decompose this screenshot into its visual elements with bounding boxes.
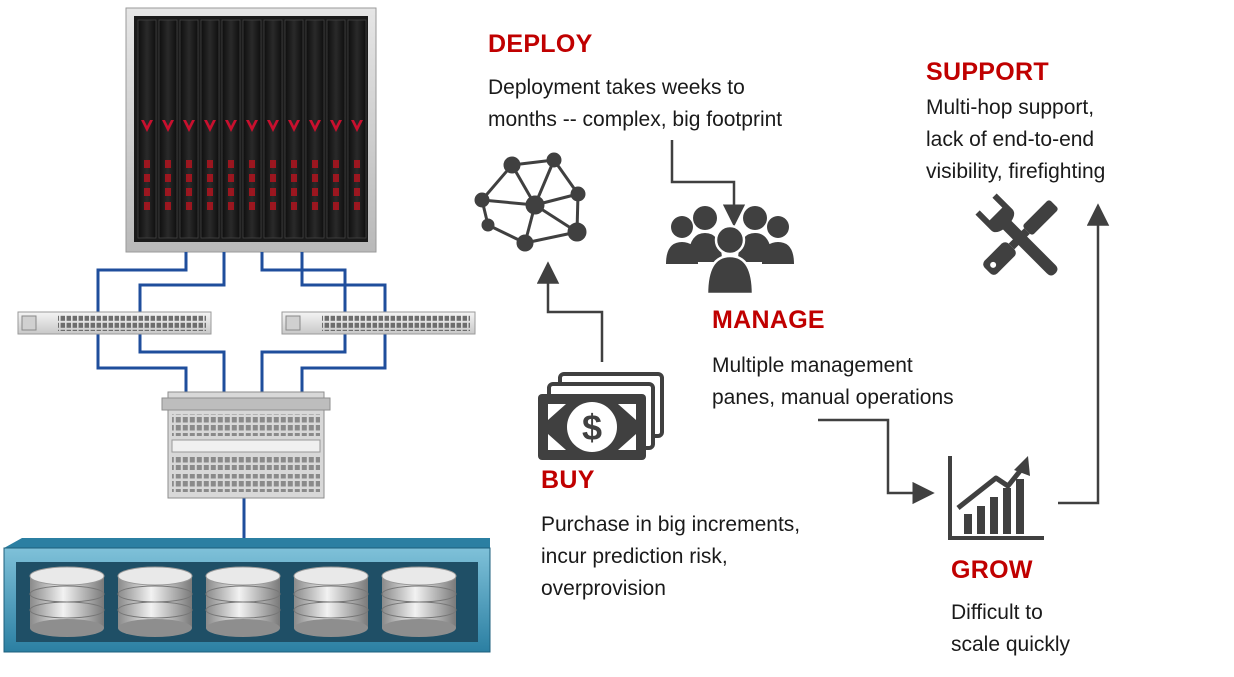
flow-arrows bbox=[536, 140, 1110, 505]
deploy-title: DEPLOY bbox=[488, 30, 593, 58]
director-blade bbox=[347, 19, 367, 239]
grow-title: GROW bbox=[951, 556, 1033, 584]
storage-disk bbox=[29, 566, 105, 637]
director-blade bbox=[284, 19, 304, 239]
director-blade bbox=[242, 19, 262, 239]
director-blade bbox=[221, 19, 241, 239]
arrow-grow-to-support bbox=[1058, 203, 1110, 505]
support-description: Multi-hop support, lack of end-to-end vi… bbox=[926, 96, 1106, 183]
core-switch bbox=[161, 391, 331, 499]
director-blade bbox=[263, 19, 283, 239]
grow-description: Difficult to scale quickly bbox=[951, 601, 1071, 656]
network-mesh-icon bbox=[474, 152, 587, 252]
arrow-manage-to-grow bbox=[818, 418, 935, 505]
manage-title: MANAGE bbox=[712, 306, 825, 334]
buy-title: BUY bbox=[541, 466, 595, 494]
manage-description: Multiple management panes, manual operat… bbox=[712, 354, 954, 409]
arrow-buy-to-deploy bbox=[536, 261, 604, 362]
storage-disk bbox=[293, 566, 369, 637]
growth-chart-icon bbox=[948, 456, 1044, 540]
arrow-deploy-to-manage bbox=[670, 140, 746, 227]
storage-disk bbox=[205, 566, 281, 637]
svg-text:$: $ bbox=[582, 407, 602, 448]
director-blade bbox=[158, 19, 178, 239]
storage-array bbox=[3, 538, 491, 653]
wrench-screwdriver-icon bbox=[975, 193, 1058, 276]
director-chassis bbox=[125, 7, 377, 253]
edge-switch-right bbox=[281, 311, 476, 335]
director-blade bbox=[179, 19, 199, 239]
edge-switch-left bbox=[17, 311, 212, 335]
fabric-cables bbox=[96, 252, 387, 538]
director-blade bbox=[326, 19, 346, 239]
director-blade bbox=[137, 19, 157, 239]
money-bills-icon: $ bbox=[538, 372, 664, 460]
director-blade bbox=[305, 19, 325, 239]
storage-disk bbox=[117, 566, 193, 637]
support-title: SUPPORT bbox=[926, 58, 1049, 86]
deploy-description: Deployment takes weeks to months -- comp… bbox=[488, 76, 783, 131]
director-blade bbox=[200, 19, 220, 239]
buy-description: Purchase in big increments, incur predic… bbox=[541, 513, 801, 600]
people-group-icon bbox=[666, 206, 794, 296]
storage-disk bbox=[381, 566, 457, 637]
